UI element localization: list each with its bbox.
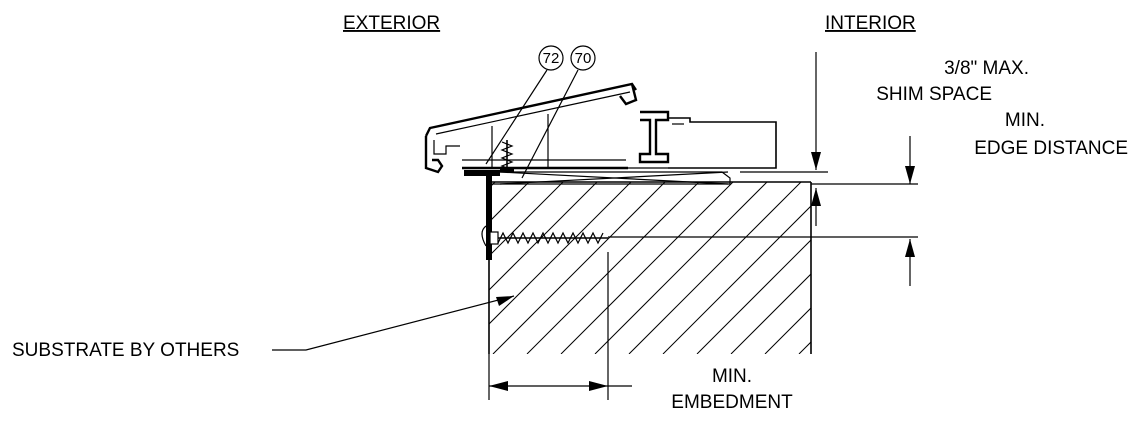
substrate-note: SUBSTRATE BY OTHERS [12, 295, 515, 361]
sill-frame-profile [424, 82, 777, 174]
shim-label-line2: SHIM SPACE [876, 84, 992, 105]
callout-70-label: 70 [575, 50, 592, 67]
substrate-block [488, 181, 812, 354]
edge-label-line1: MIN. [1005, 110, 1045, 131]
exterior-heading: EXTERIOR [343, 13, 440, 34]
edge-distance-dimension: MIN. EDGE DISTANCE [608, 110, 1128, 286]
embedment-label-line1: MIN. [712, 366, 752, 387]
shim-wedges [490, 171, 731, 185]
callout-72-label: 72 [543, 50, 560, 67]
interior-heading: INTERIOR [825, 13, 916, 34]
edge-label-line2: EDGE DISTANCE [974, 138, 1128, 159]
shim-label-line1: 3/8" MAX. [944, 58, 1029, 79]
anchor-screw [489, 231, 608, 245]
embedment-label-line2: EMBEDMENT [671, 392, 793, 413]
angle-clip [464, 170, 500, 260]
shim-space-dimension: 3/8" MAX. SHIM SPACE [740, 52, 1029, 173]
callout-72: 72 [485, 45, 564, 165]
frame-screw [500, 140, 514, 172]
substrate-label: SUBSTRATE BY OTHERS [12, 340, 239, 361]
substrate-hatching [489, 182, 811, 354]
callout-70: 70 [521, 45, 596, 179]
embedment-dimension: MIN. EMBEDMENT [488, 252, 793, 413]
